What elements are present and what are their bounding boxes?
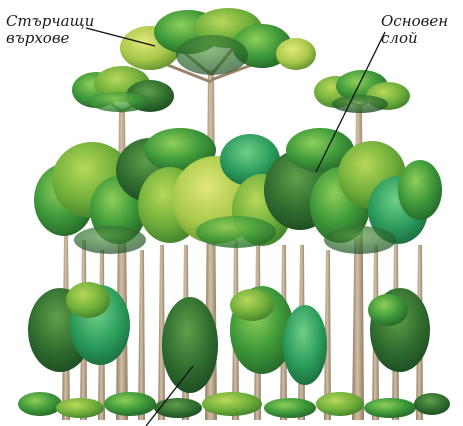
canopy-layer [34, 128, 442, 254]
canopy-label-line2: слой [381, 30, 448, 47]
canopy-layer-label: Основен слой [381, 13, 448, 47]
understory-layer [28, 282, 430, 393]
emergent-tree-left [72, 66, 174, 112]
emergent-label-line2: върхове [6, 30, 94, 47]
emergent-label-line1: Стърчащи [6, 13, 94, 30]
canopy-label-line1: Основен [381, 13, 448, 30]
emergent-tree-right [314, 70, 410, 113]
emergent-layer-label: Стърчащи върхове [6, 13, 94, 47]
